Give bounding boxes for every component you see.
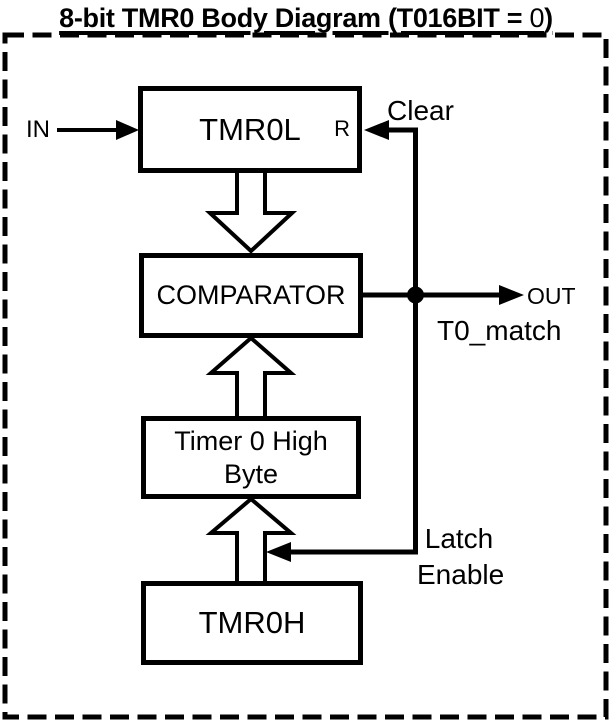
block-comparator: COMPARATOR [139, 253, 363, 338]
latch-enable-label-line2: Enable [417, 559, 505, 591]
block-arrow-highbyte-to-comparator-icon [205, 335, 297, 422]
diagram-title: 8-bit TMR0 Body Diagram (T016BIT = 0) [0, 3, 612, 34]
block-comparator-label: COMPARATOR [156, 280, 346, 310]
in-signal-label: IN [26, 116, 50, 143]
title-close-paren: ) [544, 3, 553, 33]
t0-match-signal-label: T0_match [437, 315, 562, 346]
block-tmr0h: TMR0H [141, 581, 363, 665]
dashed-border [2, 32, 609, 720]
block-timer0-high-byte: Timer 0 High Byte [141, 416, 361, 499]
block-tmr0l-label: TMR0L [199, 111, 301, 147]
block-arrow-tmr0h-to-highbyte-icon [205, 496, 297, 588]
reset-pin-label: R [334, 115, 350, 141]
block-tmr0h-label: TMR0H [198, 605, 306, 640]
clear-signal-label: Clear [387, 95, 454, 126]
block-tmr0l: TMR0L R [138, 86, 362, 173]
clear-latch-route-line [289, 127, 418, 555]
block-arrow-tmr0l-to-comparator-icon [204, 166, 298, 254]
block-timer0-high-byte-label-line1: Timer 0 High [174, 425, 328, 456]
in-arrowhead-icon [116, 120, 139, 140]
junction-dot-icon [407, 286, 424, 304]
title-text: 8-bit TMR0 Body Diagram (T016BIT = [59, 3, 530, 33]
clear-arrowhead-icon [364, 120, 389, 140]
latch-enable-signal-label: Latch Enable [417, 521, 505, 594]
latch-enable-arrowhead-icon [266, 542, 291, 562]
latch-enable-label-line1: Latch [424, 523, 494, 554]
title-mode-bit-value: 0 [529, 3, 545, 33]
out-signal-label: OUT [527, 283, 576, 309]
out-arrowhead-icon [499, 285, 524, 305]
block-timer0-high-byte-label-line2: Byte [223, 458, 279, 489]
